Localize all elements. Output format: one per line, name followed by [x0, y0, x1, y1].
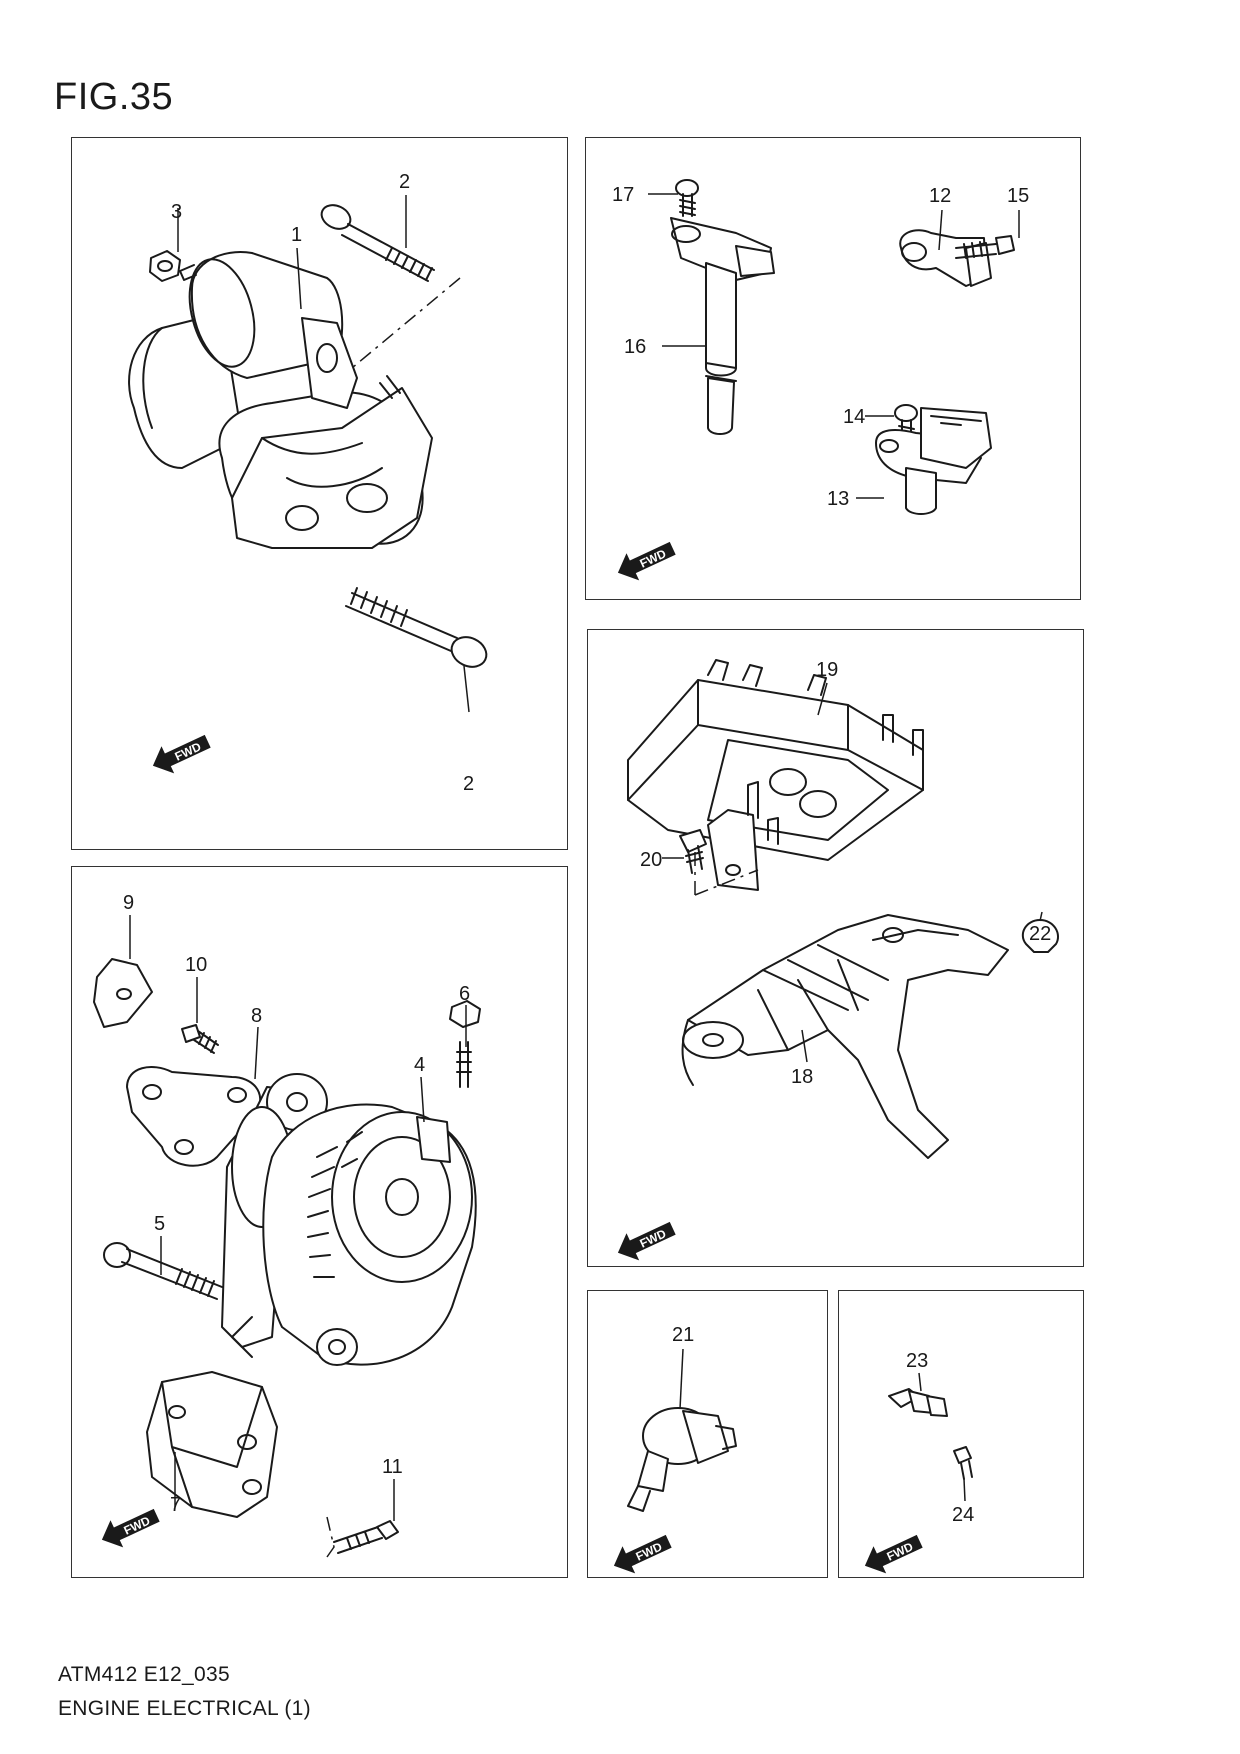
callout-2-top: 2: [399, 171, 410, 193]
bolt-5: [103, 1242, 223, 1300]
fwd-label: FWD: [122, 1513, 153, 1537]
panel-ecm: 19 20 22 18 FWD: [587, 629, 1084, 1267]
alternator-illustration: 9 10 8 4 6 5 7 11 FWD: [93, 892, 481, 1558]
callout-16: 16: [624, 336, 646, 358]
switch-illustration: 21 FWD: [613, 1324, 737, 1574]
fwd-label: FWD: [634, 1539, 665, 1563]
callout-7: 7: [170, 1494, 181, 1516]
panel-ignition: 17 16 12 15 14 13 FWD: [585, 137, 1081, 600]
ecm-illustration: 19 20 22 18 FWD: [617, 659, 1059, 1261]
nut-3: [149, 250, 181, 282]
callout-21: 21: [672, 1324, 694, 1346]
bolt-2-top: [320, 204, 435, 282]
fwd-arrow-icon: FWD: [101, 1508, 160, 1548]
callout-6: 6: [459, 983, 470, 1005]
callout-24: 24: [952, 1504, 974, 1526]
bolt-11-line: [326, 1516, 335, 1558]
fwd-arrow-icon: FWD: [617, 541, 676, 581]
fwd-arrow-icon: FWD: [613, 1534, 672, 1574]
footer-code: ATM412 E12_035: [58, 1663, 230, 1686]
callout-14: 14: [843, 406, 865, 428]
ignition-illustration: 17 16 12 15 14 13 FWD: [612, 179, 1029, 581]
fwd-label: FWD: [885, 1539, 916, 1563]
fwd-label: FWD: [638, 546, 669, 570]
switch-21: [627, 1407, 737, 1512]
callout-12: 12: [929, 185, 951, 207]
bolt-24: [953, 1446, 973, 1480]
bolt-2-bottom: [345, 587, 488, 668]
bolt-11: [333, 1520, 399, 1554]
fwd-label: FWD: [173, 739, 204, 763]
plate-9: [93, 958, 153, 1028]
callout-1: 1: [291, 224, 302, 246]
alignment-line: [351, 277, 461, 369]
fwd-arrow-icon: FWD: [617, 1221, 676, 1261]
bolt-20: [679, 829, 707, 874]
callout-3: 3: [171, 201, 182, 223]
callout-9: 9: [123, 892, 134, 914]
callout-2-bottom: 2: [463, 773, 474, 795]
sensor-13: [875, 407, 992, 515]
bolt-20-line: [694, 850, 759, 896]
bracket-7: [146, 1371, 278, 1518]
callout-19: 19: [816, 659, 838, 681]
bolt-10: [181, 1024, 219, 1054]
callout-4: 4: [414, 1054, 425, 1076]
starter-illustration: 1 2 3 2 FWD: [128, 171, 488, 795]
callout-8: 8: [251, 1005, 262, 1027]
bracket-18: [681, 914, 1009, 1159]
panel-alternator: 9 10 8 4 6 5 7 11 FWD: [71, 866, 568, 1578]
callout-18: 18: [791, 1066, 813, 1088]
callout-10: 10: [185, 954, 207, 976]
starter-motor-1: [128, 251, 433, 549]
callout-20: 20: [640, 849, 662, 871]
sensor-12: [899, 229, 992, 287]
fwd-arrow-icon: FWD: [864, 1534, 923, 1574]
callout-11: 11: [382, 1456, 403, 1478]
callout-17: 17: [612, 184, 634, 206]
fwd-label: FWD: [638, 1226, 669, 1250]
bolt-15: [955, 235, 1015, 259]
callout-23: 23: [906, 1350, 928, 1372]
callout-22: 22: [1029, 923, 1051, 945]
panel-switch: 21 FWD: [587, 1290, 828, 1578]
bracket-8: [126, 1066, 262, 1167]
bolt-17: [675, 179, 699, 217]
nut-22: [1021, 919, 1059, 953]
alternator-4: [221, 1073, 477, 1366]
fwd-arrow-icon: FWD: [152, 734, 211, 774]
nut-6: [449, 1000, 481, 1088]
ignition-coil-16: [670, 217, 775, 435]
sensor-illustration: 23 24 FWD: [864, 1350, 974, 1574]
panel-starter: 1 2 3 2 FWD: [71, 137, 568, 850]
callout-13: 13: [827, 488, 849, 510]
sensor-23: [888, 1388, 948, 1417]
footer-name: ENGINE ELECTRICAL (1): [58, 1697, 311, 1720]
ecm-19: [627, 659, 924, 891]
callout-5: 5: [154, 1213, 165, 1235]
panel-sensor: 23 24 FWD: [838, 1290, 1084, 1578]
callout-15: 15: [1007, 185, 1029, 207]
figure-title: FIG.35: [54, 76, 174, 118]
